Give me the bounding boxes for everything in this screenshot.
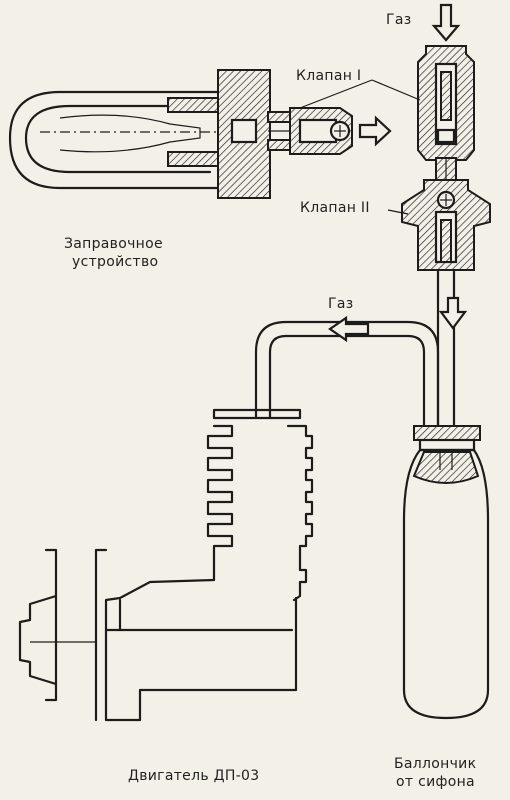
valve-column bbox=[401, 3, 491, 432]
gas-down-arrow bbox=[438, 296, 468, 330]
filler-label-line2: устройство bbox=[72, 254, 159, 270]
leader-lines bbox=[299, 79, 421, 215]
gas-inlet-arrow bbox=[431, 3, 461, 42]
gas-left-arrow bbox=[328, 315, 370, 343]
engine-dp03 bbox=[18, 408, 314, 722]
gas-top-label: Газ bbox=[386, 12, 412, 28]
siphon-cartridge bbox=[402, 425, 490, 720]
valve-1-label: Клапан I bbox=[296, 68, 362, 84]
gas-middle-label: Газ bbox=[328, 296, 354, 312]
gas-line bbox=[254, 315, 440, 432]
filling-device bbox=[8, 69, 392, 199]
filler-label-line1: Заправочное bbox=[64, 236, 163, 252]
engine-label: Двигатель ДП-03 bbox=[128, 768, 260, 784]
cartridge-label-line1: Баллончик bbox=[394, 756, 477, 772]
valve-2-label: Клапан II bbox=[300, 200, 370, 216]
cartridge-label-line2: от сифона bbox=[396, 774, 475, 790]
